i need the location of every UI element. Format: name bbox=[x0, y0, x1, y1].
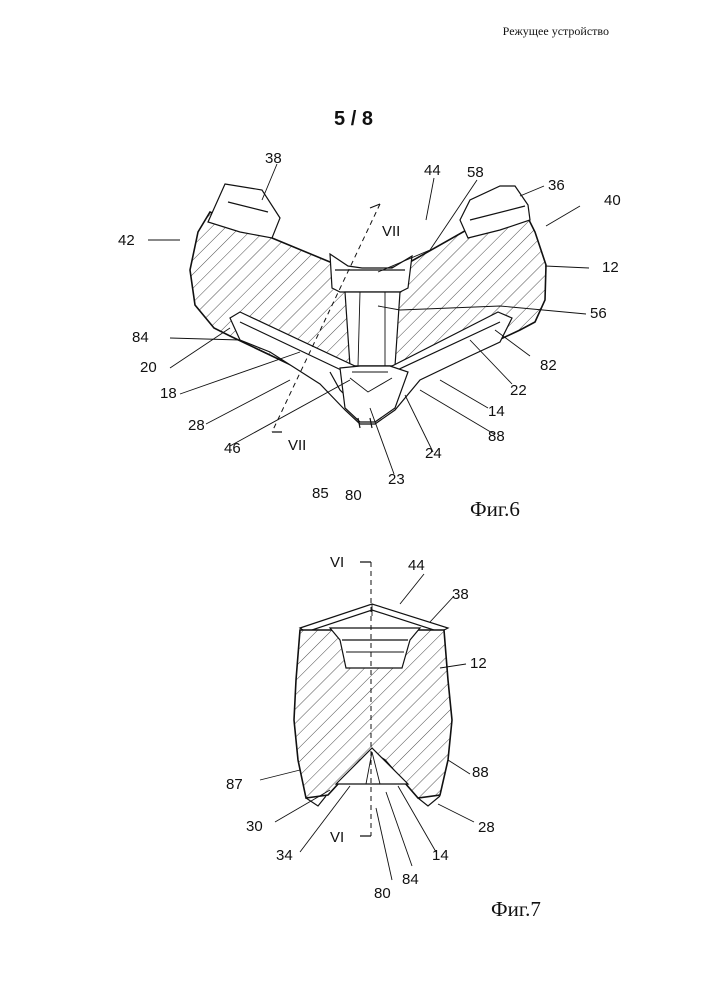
ref-12-fig7: 12 bbox=[470, 655, 487, 672]
ref-42: 42 bbox=[118, 232, 135, 249]
ref-22: 22 bbox=[510, 382, 527, 399]
ref-58: 58 bbox=[467, 164, 484, 181]
ref-88: 88 bbox=[488, 428, 505, 445]
passage-56 bbox=[345, 292, 400, 366]
ref-40: 40 bbox=[604, 192, 621, 209]
ref-84: 84 bbox=[132, 329, 149, 346]
ref-46: 46 bbox=[224, 440, 241, 457]
pocket-58 bbox=[330, 254, 412, 292]
ref-82: 82 bbox=[540, 357, 557, 374]
section-mark-vii-top: VII bbox=[382, 223, 400, 240]
figure-6-drawing bbox=[148, 164, 589, 474]
ref-80-fig7: 80 bbox=[374, 885, 391, 902]
ref-20: 20 bbox=[140, 359, 157, 376]
cavity-23 bbox=[340, 366, 408, 422]
ref-84-fig7: 84 bbox=[402, 871, 419, 888]
ref-30: 30 bbox=[246, 818, 263, 835]
ref-12: 12 bbox=[602, 259, 619, 276]
ref-18: 18 bbox=[160, 385, 177, 402]
ref-23: 23 bbox=[388, 471, 405, 488]
ref-88-fig7: 88 bbox=[472, 764, 489, 781]
figure-7-drawing bbox=[260, 562, 474, 880]
ref-36: 36 bbox=[548, 177, 565, 194]
ref-28-fig7: 28 bbox=[478, 819, 495, 836]
section-mark-vi-bottom: VI bbox=[330, 829, 344, 846]
ref-44: 44 bbox=[424, 162, 441, 179]
ref-34: 34 bbox=[276, 847, 293, 864]
ref-14: 14 bbox=[488, 403, 505, 420]
ref-80: 80 bbox=[345, 487, 362, 504]
ref-28: 28 bbox=[188, 417, 205, 434]
section-mark-vii-bottom: VII bbox=[288, 437, 306, 454]
ref-14-fig7: 14 bbox=[432, 847, 449, 864]
ref-87: 87 bbox=[226, 776, 243, 793]
ref-85: 85 bbox=[312, 485, 329, 502]
ref-56: 56 bbox=[590, 305, 607, 322]
ref-44-fig7: 44 bbox=[408, 557, 425, 574]
ref-38-fig7: 38 bbox=[452, 586, 469, 603]
ref-38: 38 bbox=[265, 150, 282, 167]
section-mark-vi-top: VI bbox=[330, 554, 344, 571]
ref-24: 24 bbox=[425, 445, 442, 462]
